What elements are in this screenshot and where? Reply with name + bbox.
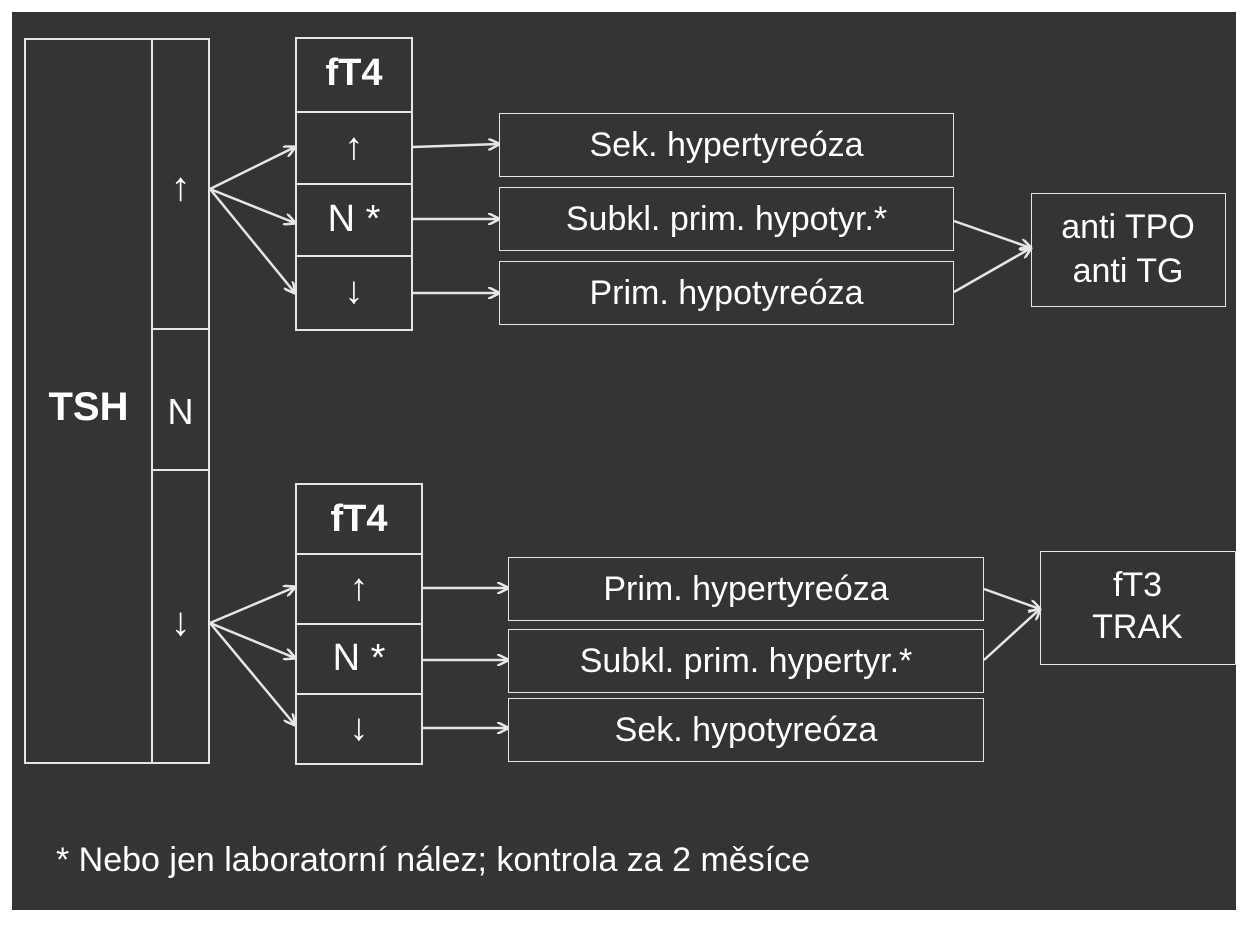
result-subkl-prim-hypotyr: Subkl. prim. hypotyr.* [499,187,954,251]
top-ft4-high: ↑ [344,125,364,168]
top-ft4-table [295,37,413,331]
tests-ft3-trak: fT3 TRAK [1040,551,1236,665]
tests-ft3: fT3 [1112,565,1163,604]
arrow-tsh-low-to-ft4-low [209,622,295,725]
top-ft4-normal: N * [327,197,381,240]
tsh-low-arrow: ↓ [170,599,191,644]
tsh-divider [151,38,153,764]
bottom-ft4-table [295,483,423,765]
arrow-hypotyr-prim-to-tests [953,248,1031,294]
result-sek-hypertyreoza: Sek. hypertyreóza [499,113,954,177]
result-subkl-prim-hypertyr: Subkl. prim. hypertyr.* [508,629,984,693]
arrow-tsh-low-to-ft4-high [209,587,295,625]
arrow-hypotyr-subkl-to-tests [953,219,1031,248]
bottom-ft4-high: ↑ [349,566,369,609]
top-ft4-low: ↓ [344,269,364,312]
bottom-ft4-low: ↓ [349,706,369,749]
top-ft4-header: fT4 [325,51,383,94]
connector-arrows [209,12,1236,910]
tests-anti-tg: anti TG [1072,251,1184,290]
tsh-normal-label: N [167,391,194,432]
arrow-hypertyr-subkl-to-tests [983,609,1040,661]
arrow-tsh-high-to-ft4-high [209,147,295,191]
footnote: * Nebo jen laboratorní nález; kontrola z… [56,840,811,879]
arrow-tsh-low-to-ft4-normal [209,621,295,658]
tests-trak: TRAK [1092,607,1183,646]
tests-anti-tpo: anti TPO [1061,207,1195,246]
tests-anti-tpo-tg: anti TPO anti TG [1031,193,1226,307]
arrow-tsh-high-to-ft4-low [209,188,295,293]
tsh-column [24,38,210,764]
arrow-top-high-to-result [412,144,499,147]
diagram-slide: TSH ↑ N ↓ fT4 ↑ N * ↓ fT4 ↑ N * ↓ Sek. h… [12,12,1236,910]
arrow-tsh-high-to-ft4-normal [209,187,295,223]
bottom-ft4-header: fT4 [330,497,388,540]
arrow-hypertyr-prim-to-tests [983,587,1040,609]
result-prim-hypertyreoza: Prim. hypertyreóza [508,557,984,621]
tsh-label: TSH [48,384,129,429]
result-sek-hypotyreoza: Sek. hypotyreóza [508,698,984,762]
bottom-ft4-normal: N * [332,636,386,679]
tsh-high-arrow: ↑ [170,164,191,209]
